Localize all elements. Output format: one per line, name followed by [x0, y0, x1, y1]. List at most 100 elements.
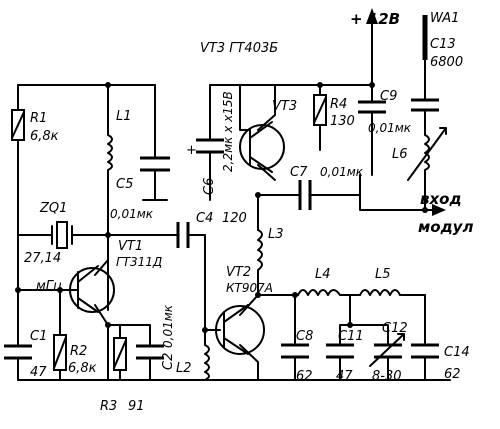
- c12-name: C12: [382, 321, 408, 336]
- l2-inductor: [204, 344, 210, 381]
- c4-name: C4: [196, 211, 213, 226]
- vt3-emitter: [257, 164, 276, 181]
- c2-wire: [107, 324, 151, 381]
- c12-value: 8-30: [372, 369, 402, 384]
- vt3-name: VT3: [272, 99, 297, 114]
- c5-value: 0,01мк: [110, 207, 154, 221]
- c14-value: 62: [444, 367, 461, 382]
- c6-name: C6: [202, 178, 217, 195]
- junction: [317, 82, 323, 88]
- supply-arrow-icon: [366, 8, 378, 24]
- r4-value: 130: [330, 114, 355, 129]
- c13-value: 6800: [430, 55, 463, 70]
- mod-input-line: [359, 174, 439, 211]
- supply-label: + 12В: [350, 10, 400, 28]
- l3-inductor: [257, 229, 263, 271]
- junction: [105, 322, 111, 328]
- c11-value: 47: [336, 369, 353, 384]
- l5-inductor: [359, 289, 401, 296]
- c1-value: 47: [30, 365, 47, 380]
- vt2-type: КТ907А: [226, 281, 273, 295]
- vt1-emitter: [94, 304, 109, 381]
- junction: [255, 292, 261, 298]
- junction: [105, 232, 111, 238]
- junction: [369, 82, 375, 88]
- c1-name: C1: [30, 329, 47, 344]
- l2-name: L2: [176, 361, 192, 376]
- c11-name: C11: [338, 329, 364, 344]
- input-arrow-icon: [432, 204, 446, 216]
- l4-inductor: [297, 289, 341, 296]
- c8-name: C8: [296, 329, 313, 344]
- r3-name: R3: [100, 399, 117, 414]
- input-label-line1: вход: [420, 190, 462, 208]
- l3-name: L3: [268, 227, 284, 242]
- c2-name: C2: [161, 353, 176, 370]
- l5-name: L5: [375, 267, 391, 282]
- zq1-crystal: [51, 221, 73, 249]
- vt1-transistor: [69, 265, 115, 313]
- c4-value: 120: [222, 211, 247, 226]
- junction: [105, 82, 111, 88]
- junction: [292, 292, 298, 298]
- c7-value: 0,01мк: [320, 165, 364, 179]
- c6-value: 2,2мк х х15В: [221, 91, 235, 172]
- c2-value: 0,01мк: [161, 304, 175, 348]
- c11-c12-wire: [339, 294, 389, 381]
- c8-capacitor: [281, 343, 309, 359]
- l6-inductor: [407, 127, 447, 181]
- c13-capacitor: [411, 98, 439, 112]
- zq1-name: ZQ1: [39, 201, 67, 216]
- r1-name: R1: [30, 111, 47, 126]
- c5-name: C5: [116, 177, 133, 192]
- l1-name: L1: [116, 109, 132, 124]
- c12-capacitor: [369, 333, 405, 367]
- c8-value: 62: [296, 369, 313, 384]
- svg-text:+: +: [186, 143, 197, 158]
- junction: [57, 287, 63, 293]
- r1-resistor: [11, 109, 25, 141]
- r2-name: R2: [70, 344, 87, 359]
- c13-name: C13: [430, 37, 456, 52]
- input-label-line2: модул: [418, 218, 473, 236]
- c1-capacitor: [4, 344, 32, 360]
- vt1-name: VT1: [118, 239, 143, 254]
- c5-capacitor: [140, 156, 170, 172]
- antenna-label: WA1: [430, 11, 459, 26]
- l1-inductor: [107, 134, 113, 171]
- junction: [347, 322, 353, 328]
- c9-capacitor: [358, 100, 386, 114]
- r2-resistor: [53, 334, 67, 371]
- zq1-unit: мГц: [36, 279, 62, 294]
- c7-name: C7: [290, 165, 308, 180]
- c4-capacitor: [176, 222, 190, 248]
- c14-name: C14: [444, 345, 470, 360]
- zq1-value: 27,14: [24, 251, 61, 266]
- junction: [422, 207, 428, 213]
- r4-name: R4: [330, 97, 347, 112]
- c2-capacitor: [136, 344, 164, 360]
- r4-resistor: [313, 94, 327, 126]
- c6-capacitor: +: [186, 138, 224, 158]
- r1-value: 6,8к: [30, 129, 59, 144]
- c9-value: 0,01мк: [368, 121, 412, 135]
- vt3-transistor: [239, 121, 285, 173]
- r2-value: 6,8к: [68, 361, 97, 376]
- junction: [255, 192, 261, 198]
- r3-value: 91: [128, 399, 145, 414]
- c4-line: [107, 234, 221, 331]
- c14-capacitor: [411, 343, 439, 359]
- junction: [15, 287, 21, 293]
- c11-capacitor: [326, 343, 354, 359]
- l6-name: L6: [392, 147, 408, 162]
- junctions: [15, 82, 428, 333]
- c9-name: C9: [380, 89, 397, 104]
- vt2-transistor: [215, 304, 265, 355]
- c7-capacitor: [298, 180, 312, 210]
- vt3-title-label: VT3 ГТ403Б: [200, 41, 278, 56]
- vt2-emitter: [239, 344, 259, 381]
- junction: [202, 327, 208, 333]
- vt1-type: ГТ311Д: [116, 255, 162, 269]
- l4-name: L4: [315, 267, 331, 282]
